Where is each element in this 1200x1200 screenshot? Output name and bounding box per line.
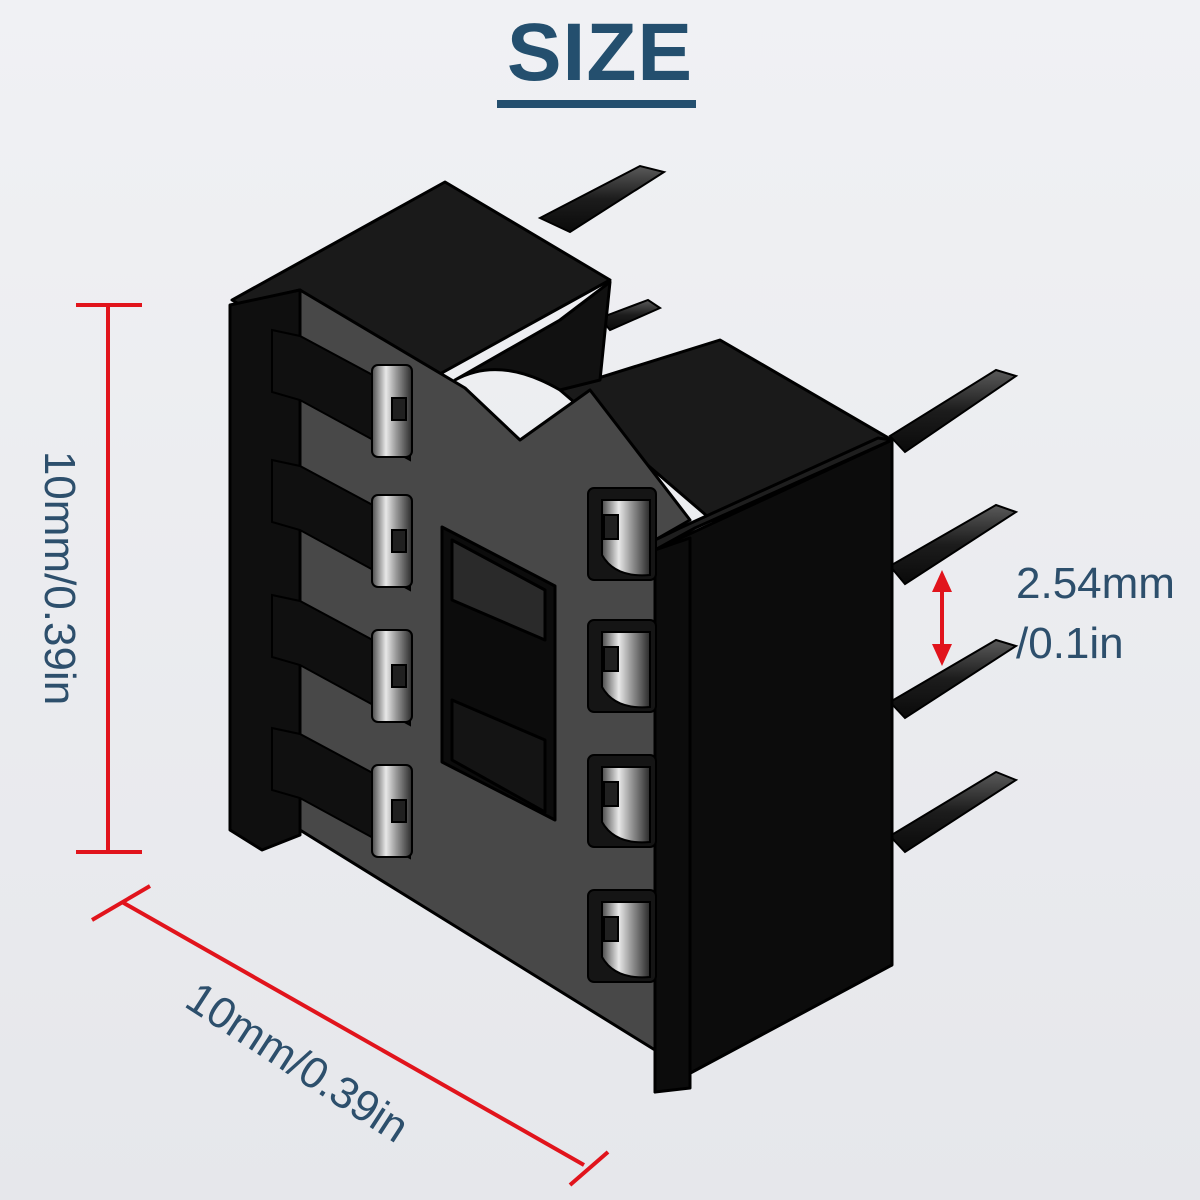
height-dimension-label: 10mm/0.39in (35, 450, 84, 706)
left-contacts (271, 328, 413, 860)
contact-r2 (587, 619, 657, 713)
pin-2 (888, 503, 1019, 586)
pin-pitch-arrow (932, 570, 952, 666)
title-underline (497, 100, 696, 108)
pin-pitch-label: 2.54mm /0.1in (1016, 554, 1175, 674)
contact-r3 (587, 754, 657, 848)
contact-l4 (271, 726, 413, 860)
contact-l2 (271, 458, 413, 592)
contact-r1 (587, 487, 657, 581)
contact-l1 (271, 328, 413, 462)
pin-3 (888, 638, 1019, 720)
contact-r4 (587, 889, 657, 983)
back-pins (537, 164, 667, 332)
contact-l3 (271, 593, 413, 727)
depth-dimension-line (90, 884, 610, 1187)
right-pins (888, 368, 1019, 854)
page-title: SIZE (506, 7, 694, 98)
height-dimension-line (76, 303, 142, 854)
pin-1 (888, 368, 1019, 454)
pin-pitch-label-line2: /0.1in (1016, 619, 1124, 668)
socket-body (228, 180, 894, 1094)
pin-4 (888, 770, 1019, 854)
right-contacts (587, 487, 657, 983)
pin-pitch-label-line1: 2.54mm (1016, 559, 1175, 608)
